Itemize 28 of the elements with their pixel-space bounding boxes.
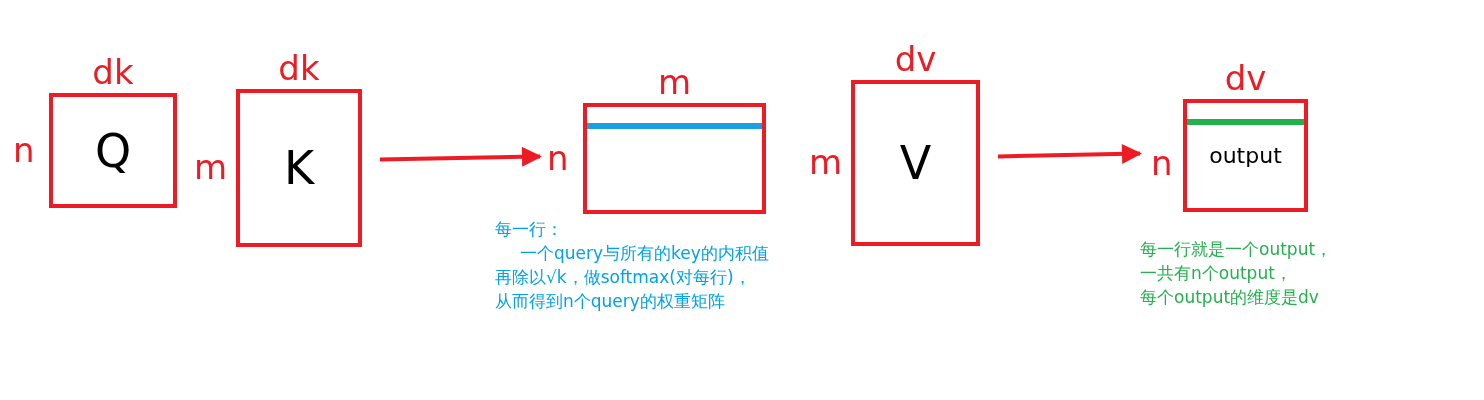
note-text: 从而得到n个query的权重矩阵	[495, 290, 725, 312]
note-text: 一共有n个output，	[1140, 262, 1292, 284]
matrix-label: K	[283, 145, 315, 191]
matrix-box	[49, 93, 177, 208]
dimension-label: dv	[893, 42, 938, 76]
matrix-box	[583, 103, 766, 214]
dimension-label: dk	[277, 51, 321, 85]
arrow	[997, 143, 1142, 164]
note-text: 每一行就是一个output，	[1140, 238, 1333, 260]
matrix-box	[236, 89, 362, 247]
matrix-box	[1183, 99, 1308, 212]
dimension-label: m	[656, 65, 693, 99]
dimension-label: dv	[1223, 61, 1268, 95]
dimension-label: m	[809, 145, 843, 179]
note-text: 每个output的维度是dv	[1140, 286, 1319, 308]
dimension-label: n	[547, 140, 569, 175]
note-text: 再除以√k，做softmax(对每行)，	[495, 266, 751, 288]
matrix-label: output	[1209, 144, 1282, 167]
matrix-label: Q	[94, 127, 132, 174]
note-text: 一个query与所有的key的内积值	[520, 242, 769, 264]
note-text: 每一行：	[495, 218, 563, 240]
matrix-box	[851, 80, 980, 246]
dimension-label: m	[194, 150, 228, 184]
dimension-label: dk	[91, 55, 135, 89]
matrix-label: V	[899, 140, 932, 186]
dimension-label: n	[1151, 145, 1173, 180]
arrow	[379, 146, 542, 167]
dimension-label: n	[13, 132, 35, 167]
